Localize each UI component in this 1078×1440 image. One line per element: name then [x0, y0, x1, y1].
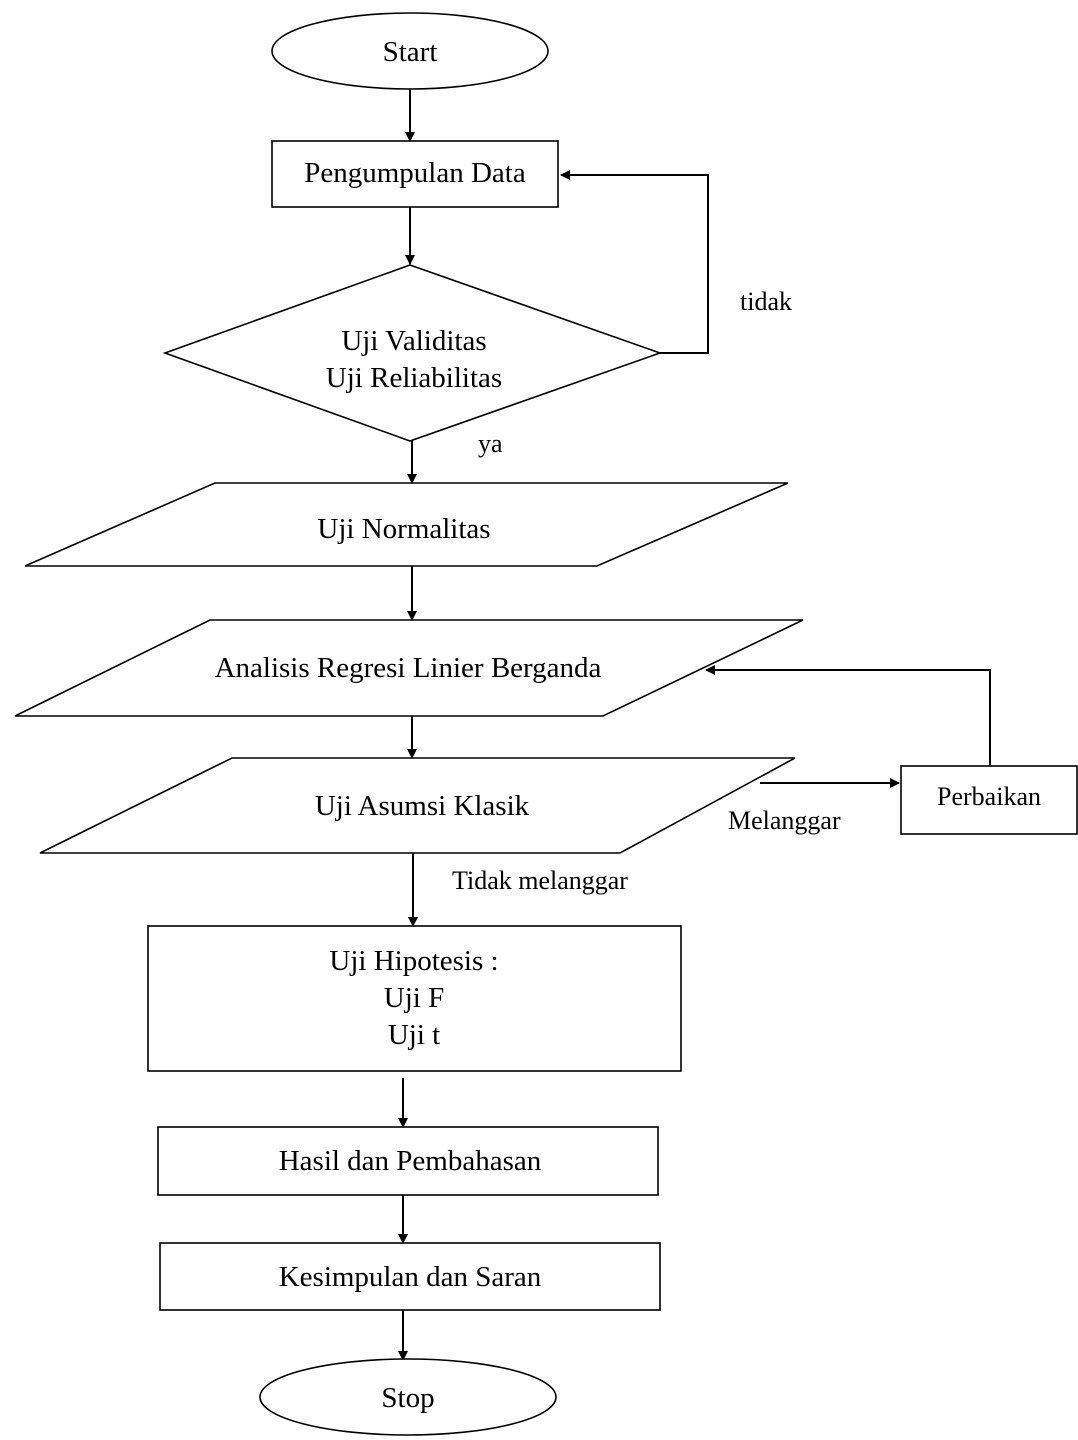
- arrow-tidak-loop: [560, 170, 709, 354]
- stop-terminal: [259, 1358, 557, 1436]
- kesimpulan-saran-box: [159, 1242, 661, 1311]
- uji-asumsi-klasik-label: Uji Asumsi Klasik: [315, 790, 530, 822]
- tidak-melanggar-label: Tidak melanggar: [452, 866, 628, 895]
- pengumpulan-data-label: Pengumpulan Data: [304, 157, 526, 189]
- uji-f-label: Uji F: [384, 982, 444, 1014]
- uji-reliabilitas-label: Uji Reliabilitas: [326, 362, 502, 394]
- uji-normalitas-label: Uji Normalitas: [317, 513, 490, 545]
- pengumpulan-data-box: [271, 140, 559, 208]
- tidak-label: tidak: [740, 287, 792, 316]
- hasil-pembahasan-box: [157, 1126, 659, 1196]
- uji-hipotesis-label: Uji Hipotesis :: [329, 945, 498, 977]
- arrow-perbaikan-to-regresi: [705, 665, 991, 766]
- kesimpulan-saran-label: Kesimpulan dan Saran: [279, 1261, 542, 1293]
- analisis-regresi-label: Analisis Regresi Linier Berganda: [215, 652, 602, 684]
- validitas-decision: [162, 264, 663, 442]
- perbaikan-label: Perbaikan: [937, 782, 1041, 811]
- melanggar-label: Melanggar: [728, 806, 841, 835]
- uji-asumsi-klasik-box: [39, 757, 796, 854]
- hasil-pembahasan-label: Hasil dan Pembahasan: [279, 1145, 542, 1177]
- perbaikan-box: [900, 765, 1078, 835]
- uji-hipotesis-box: [147, 925, 682, 1072]
- ya-label: ya: [478, 429, 503, 458]
- uji-validitas-label: Uji Validitas: [341, 325, 486, 357]
- analisis-regresi-box: [14, 619, 804, 717]
- stop-label: Stop: [381, 1382, 434, 1414]
- uji-t-label: Uji t: [388, 1019, 440, 1051]
- uji-normalitas-box: [24, 482, 789, 567]
- start-label: Start: [383, 36, 438, 68]
